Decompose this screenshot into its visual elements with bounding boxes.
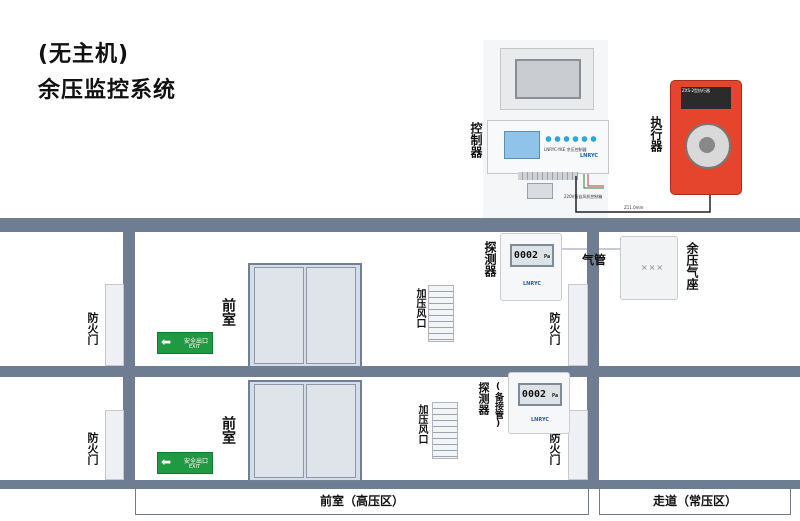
actuator-shaft	[699, 137, 715, 153]
vent-label-1: 加压风口	[414, 288, 425, 328]
exit-sign-1: ⬅ 安全出口 EXIT	[157, 332, 213, 354]
actuator-cable	[575, 176, 711, 213]
actuator-plate: ZXS-2型执行器	[681, 87, 731, 109]
fire-door-label-right-1: 防火门	[548, 312, 561, 345]
slab-bottom	[0, 480, 800, 489]
controller-model: LNRYC-YKE 余压控制器	[544, 147, 587, 152]
sensor-brand: LNRYC	[523, 281, 542, 287]
wall-right-upper	[587, 232, 599, 366]
running-man-icon: ⬅	[161, 335, 172, 349]
exit-sign-cn: 安全出口	[184, 458, 209, 465]
wall-right-lower	[587, 377, 599, 480]
exit-sign-cn: 安全出口	[184, 338, 209, 345]
fire-door-right-1	[568, 284, 588, 366]
controller-brand: LNRYC	[580, 153, 599, 159]
fire-door-left-1	[105, 284, 124, 366]
controller-label: 控制器	[469, 122, 483, 158]
controller-buttons	[544, 135, 598, 143]
wall-left-lower	[123, 377, 135, 480]
wall-left-upper	[123, 232, 135, 366]
actuator-device: ZXS-2型执行器	[670, 80, 742, 195]
zone-corridor: 走道（常压区）	[599, 489, 791, 515]
slab-top	[0, 218, 800, 232]
exit-sign-en: EXIT	[189, 344, 201, 350]
controller-terminals	[518, 172, 578, 180]
elevator-lower	[248, 380, 362, 482]
controller-lcd	[504, 131, 540, 159]
pressure-seat-device: ×××	[620, 236, 678, 300]
vent-dots-icon: ×××	[641, 263, 665, 272]
exit-sign-en: EXIT	[189, 464, 201, 470]
fire-door-label-left-1: 防火门	[86, 312, 99, 345]
title-line-1: (无主机)	[38, 42, 130, 67]
pressure-vent-2	[432, 402, 458, 459]
power-wire-red	[587, 174, 604, 187]
title-line-2: 余压监控系统	[38, 78, 177, 103]
sensor-unit: Pa	[552, 393, 559, 399]
elevator-door-right	[306, 267, 356, 364]
fire-door-label-left-2: 防火门	[86, 432, 99, 465]
running-man-icon: ⬅	[161, 455, 172, 469]
sensor-label-2: 探测器	[477, 382, 490, 415]
actuator-label: 执行器	[649, 116, 663, 152]
fire-door-label-right-2: 防火门	[548, 432, 561, 465]
controller-top-unit	[500, 48, 594, 110]
vent-label-2: 加压风口	[416, 404, 427, 444]
zone-front-room: 前室（高压区）	[135, 489, 589, 515]
sensor-unit: Pa	[544, 254, 551, 260]
elevator-door-right	[306, 384, 356, 478]
controller-device: LNRYC-YKE 余压控制器 LNRYC	[487, 120, 609, 174]
sensor-brand: LNRYC	[531, 417, 550, 423]
elevator-door-left	[254, 267, 304, 364]
elevator-door-left	[254, 384, 304, 478]
sensor-screen-1: 0002 Pa	[510, 244, 554, 267]
front-room-label-2: 前室	[220, 416, 236, 444]
pressure-seat-label: 余压气座	[685, 242, 699, 290]
sensor-device-2: 0002 Pa LNRYC	[508, 372, 570, 434]
sensor-sub-label-2: (备接管)	[493, 382, 503, 429]
sensor-reading: 0002	[513, 250, 539, 261]
fire-door-left-2	[105, 410, 124, 480]
exit-sign-2: ⬅ 安全出口 EXIT	[157, 452, 213, 474]
elevator-upper	[248, 263, 362, 368]
controller-top-screen	[515, 59, 581, 99]
sensor-device-1: 0002 Pa LNRYC	[500, 233, 562, 301]
front-room-label-1: 前室	[220, 298, 236, 326]
power-wire-green	[583, 174, 604, 189]
air-tube-label: 气管	[582, 253, 607, 267]
pressure-vent-1	[428, 285, 454, 342]
actuator-gear-icon	[685, 123, 731, 169]
sensor-label-1: 探测器	[483, 241, 497, 277]
controller-relay	[527, 183, 553, 199]
fire-door-right-2	[568, 410, 588, 480]
sensor-reading: 0002	[521, 389, 547, 400]
slab-middle	[0, 366, 800, 377]
cable-note: Z11.0mm	[624, 205, 644, 210]
wire-note: 220V接自风机控制箱	[564, 194, 603, 199]
sensor-screen-2: 0002 Pa	[518, 383, 562, 406]
